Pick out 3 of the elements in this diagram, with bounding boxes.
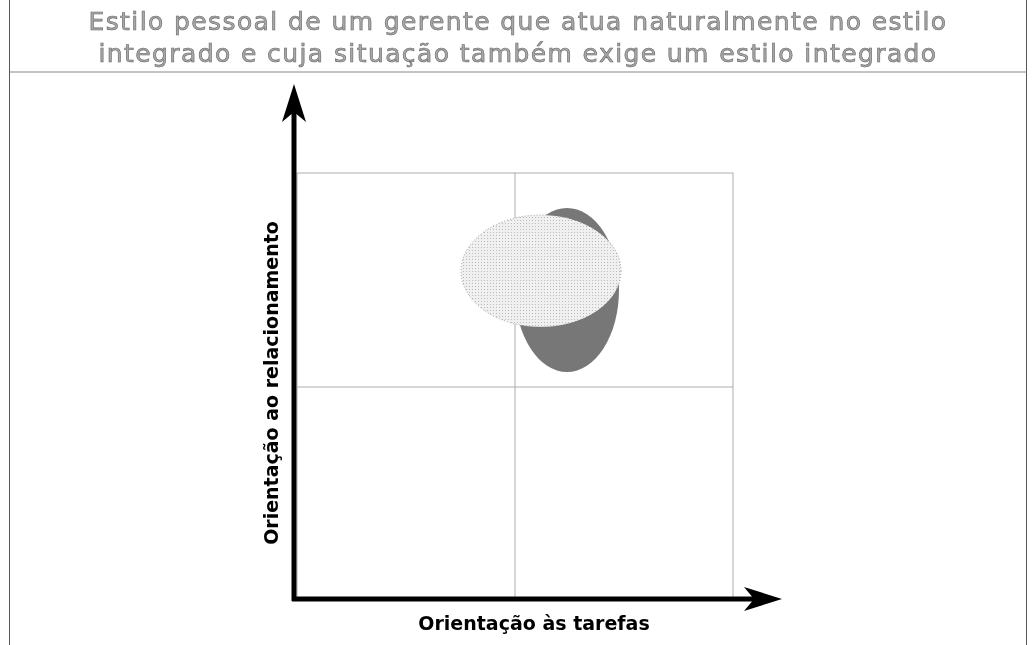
diagram-title: Estilo pessoal de um gerente que atua naturalmente no estilo integrado e cuja situação também exige um estilo integrado [87,6,949,70]
x-axis-label: Orientação às tarefas [418,612,650,634]
y-axis-label: Orientação ao relacionamento [260,221,282,545]
